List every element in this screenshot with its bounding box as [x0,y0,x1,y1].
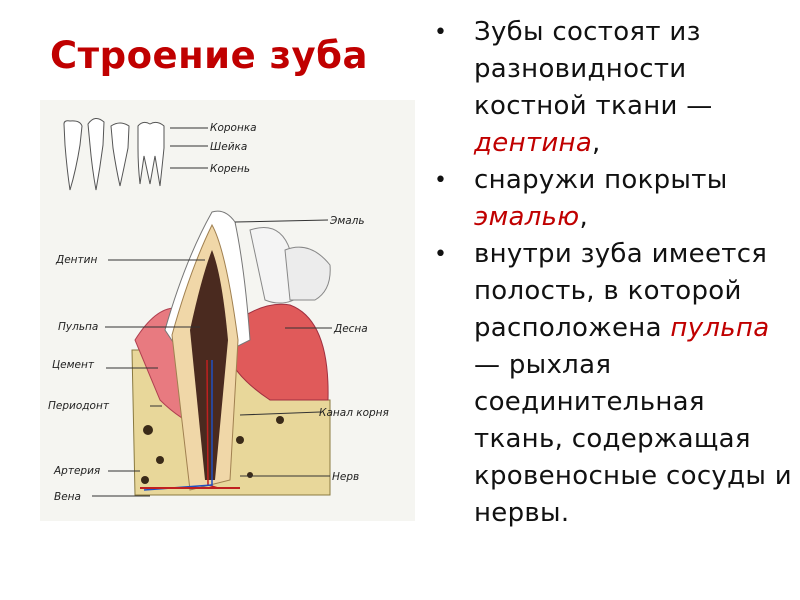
label-cement: Цемент [52,359,95,371]
label-gum: Десна [333,323,368,335]
bullet-dot-icon: • [434,162,447,199]
bullet-dot-icon: • [434,236,447,273]
label-nerve: Нерв [332,471,359,483]
term-enamel: эмалью [474,202,579,232]
bullet-item: •снаружи покрыты эмалью, [430,162,800,236]
label-neck: Шейка [210,141,247,153]
term-dentin: дентина [474,128,592,158]
bullet-dot-icon: • [434,14,447,51]
small-teeth-row [64,118,164,190]
bullet-item: •Зубы состоят из разновидности костной т… [430,14,800,162]
label-pulp: Пульпа [58,321,98,333]
label-periodont: Периодонт [48,400,110,412]
bullet-list: •Зубы состоят из разновидности костной т… [430,14,800,532]
label-root: Корень [210,163,250,175]
label-dentin: Дентин [55,254,97,266]
label-crown: Коронка [210,122,257,134]
label-root-canal: Канал корня [319,407,389,419]
bullet-item: •внутри зуба имеется полость, в которой … [430,236,800,532]
label-vein: Вена [54,491,81,503]
tooth-structure-figure: Коронка Шейка Корень [40,100,415,521]
label-enamel: Эмаль [329,215,365,227]
tooth-diagram: Коронка Шейка Корень [40,100,415,521]
label-artery: Артерия [53,465,100,477]
slide-title: Строение зуба [50,34,368,77]
term-pulp: пульпа [670,313,769,343]
